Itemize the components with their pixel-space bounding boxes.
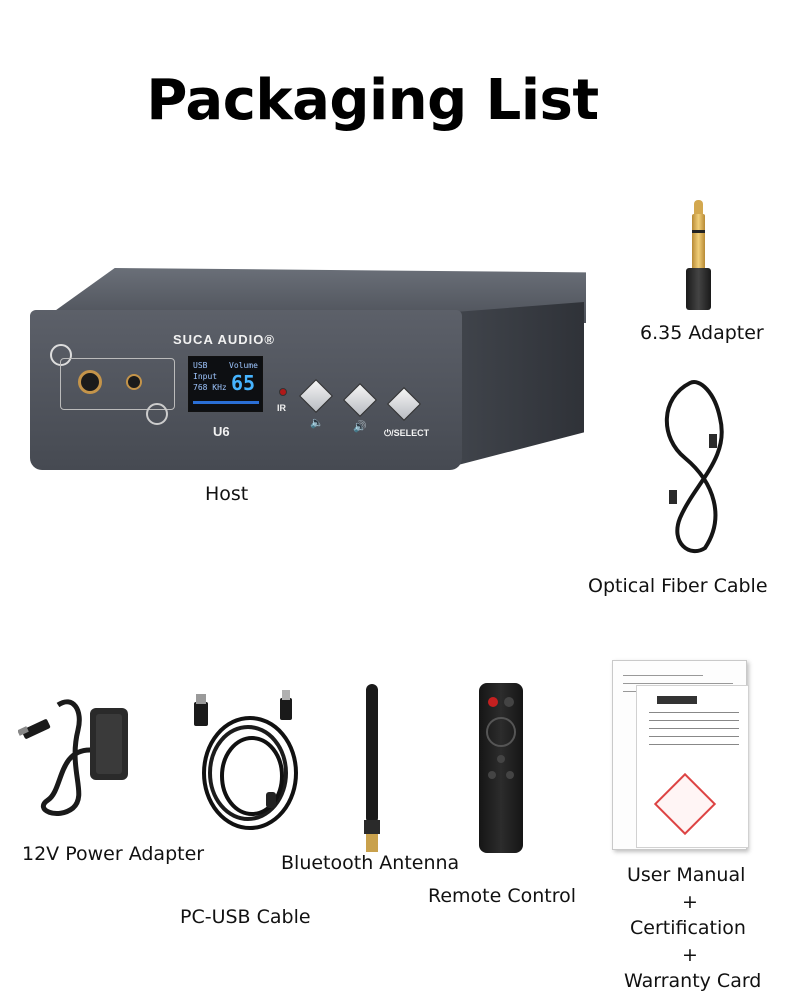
device-model: U6 xyxy=(213,424,230,439)
manual-plus-2: + xyxy=(682,944,698,966)
remote-dpad xyxy=(486,717,516,747)
volume-knob xyxy=(146,403,168,425)
adapter-shaft xyxy=(692,214,705,270)
power-adapter-image xyxy=(18,699,128,816)
device-display: USB Input 768 KHz Volume 65 xyxy=(188,356,263,412)
headphone-icon xyxy=(50,344,72,366)
display-rate: 768 KHz xyxy=(193,383,227,392)
bluetooth-label: Bluetooth Antenna xyxy=(281,852,460,874)
headphone-jack-small xyxy=(126,374,142,390)
headphone-jack-large xyxy=(78,370,102,394)
optical-label: Optical Fiber Cable xyxy=(588,575,768,597)
remote-key xyxy=(488,771,496,779)
card-line xyxy=(649,712,739,713)
page-title: Packaging List xyxy=(146,68,599,133)
card-header xyxy=(657,696,697,704)
volume-up-icon: 🔊 xyxy=(353,421,367,433)
display-volume-value: 65 xyxy=(231,371,256,395)
remote-key xyxy=(506,771,514,779)
manual-text-line xyxy=(623,675,703,676)
remote-control-image xyxy=(479,683,523,853)
manual-plus-1: + xyxy=(682,891,698,913)
select-label: ⏻/SELECT xyxy=(384,428,430,438)
display-source: USB xyxy=(193,361,208,370)
adapter-body xyxy=(686,268,711,310)
host-label: Host xyxy=(205,483,249,505)
power-adapter-label: 12V Power Adapter xyxy=(22,843,205,865)
manual-label-line2: Certification xyxy=(630,917,746,939)
display-volume-label: Volume xyxy=(229,361,258,370)
usb-cable-label: PC-USB Cable xyxy=(180,906,311,928)
card-line xyxy=(649,736,739,737)
bluetooth-antenna-image xyxy=(364,684,380,852)
display-input: Input xyxy=(193,372,218,381)
remote-label: Remote Control xyxy=(428,885,577,907)
card-line xyxy=(649,744,739,745)
manual-text-line xyxy=(623,683,733,684)
display-volume-bar xyxy=(193,401,259,404)
card-line xyxy=(649,720,739,721)
card-line xyxy=(649,728,739,729)
manual-label-line1: User Manual xyxy=(627,864,746,886)
jack-panel xyxy=(60,358,175,410)
usb-cable-image xyxy=(194,690,298,830)
volume-down-icon: 🔈 xyxy=(310,417,324,429)
adapter-label: 6.35 Adapter xyxy=(640,322,764,344)
adapter-tip xyxy=(694,200,703,214)
host-device-image: SUCA AUDIO® USB Input 768 KHz Volume 65 … xyxy=(28,268,588,478)
manual-label-line3: Warranty Card xyxy=(624,970,762,992)
remote-mute-icon xyxy=(504,697,514,707)
optical-cable-image xyxy=(664,380,724,554)
ir-led xyxy=(279,388,287,396)
remote-key xyxy=(497,755,505,763)
device-brand: SUCA AUDIO® xyxy=(173,332,275,347)
ir-label: IR xyxy=(277,403,286,413)
device-side xyxy=(458,302,584,465)
adapter-ring xyxy=(692,230,705,233)
remote-power-icon xyxy=(488,697,498,707)
adapter-image xyxy=(683,200,713,310)
